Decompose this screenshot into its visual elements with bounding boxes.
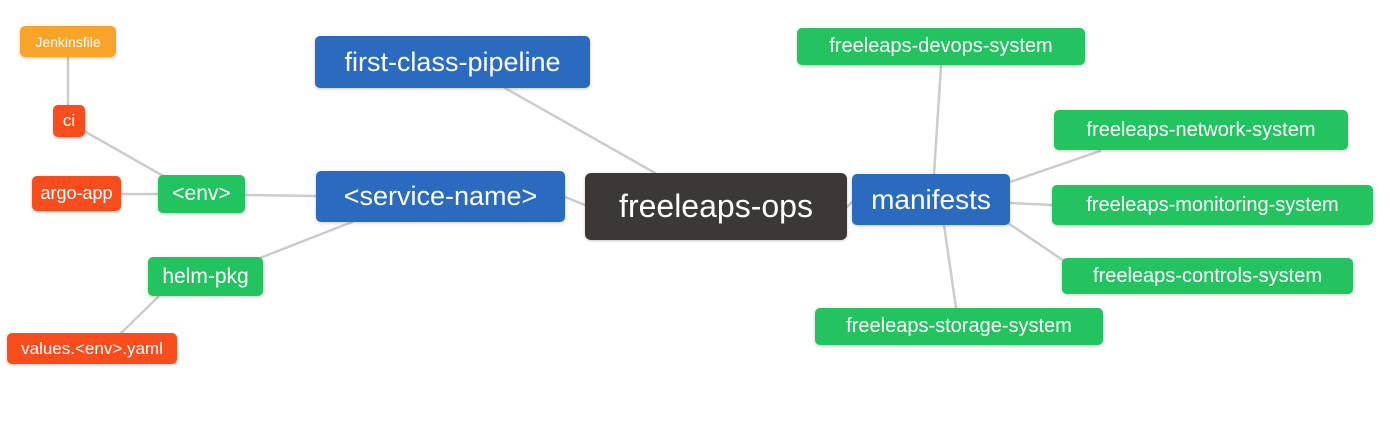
edge-root-manifests [845, 200, 854, 209]
edge-manifests-controls [1006, 221, 1066, 263]
node-root-freeleaps-ops[interactable]: freeleaps-ops [585, 173, 847, 240]
node-argo-app[interactable]: argo-app [32, 176, 121, 211]
node-env[interactable]: <env> [158, 175, 245, 213]
edge-env-service-name [243, 193, 318, 198]
node-freeleaps-network-system[interactable]: freeleaps-network-system [1054, 110, 1348, 150]
node-ci[interactable]: ci [53, 105, 85, 137]
edge-manifests-storage [942, 223, 958, 310]
node-freeleaps-controls-system[interactable]: freeleaps-controls-system [1062, 258, 1353, 294]
node-freeleaps-monitoring-system[interactable]: freeleaps-monitoring-system [1052, 185, 1373, 225]
node-helm-pkg[interactable]: helm-pkg [148, 257, 263, 296]
node-service-name[interactable]: <service-name> [316, 171, 565, 222]
node-values-env-yaml[interactable]: values.<env>.yaml [7, 333, 177, 364]
node-manifests[interactable]: manifests [852, 174, 1010, 225]
edge-helm-pkg-service-name [258, 220, 354, 260]
edge-pipeline-root [503, 86, 657, 175]
edge-manifests-devops [932, 64, 943, 176]
edge-values-yaml-helm-pkg [118, 295, 160, 336]
node-freeleaps-devops-system[interactable]: freeleaps-devops-system [797, 28, 1085, 65]
edge-service-name-root [563, 195, 587, 207]
edge-manifests-network [1008, 149, 1102, 184]
node-freeleaps-storage-system[interactable]: freeleaps-storage-system [815, 308, 1103, 345]
node-jenkinsfile[interactable]: Jenkinsfile [20, 26, 116, 57]
edge-ci-env [82, 129, 167, 179]
edge-manifests-monitoring [1008, 201, 1054, 207]
node-first-class-pipeline[interactable]: first-class-pipeline [315, 36, 590, 88]
